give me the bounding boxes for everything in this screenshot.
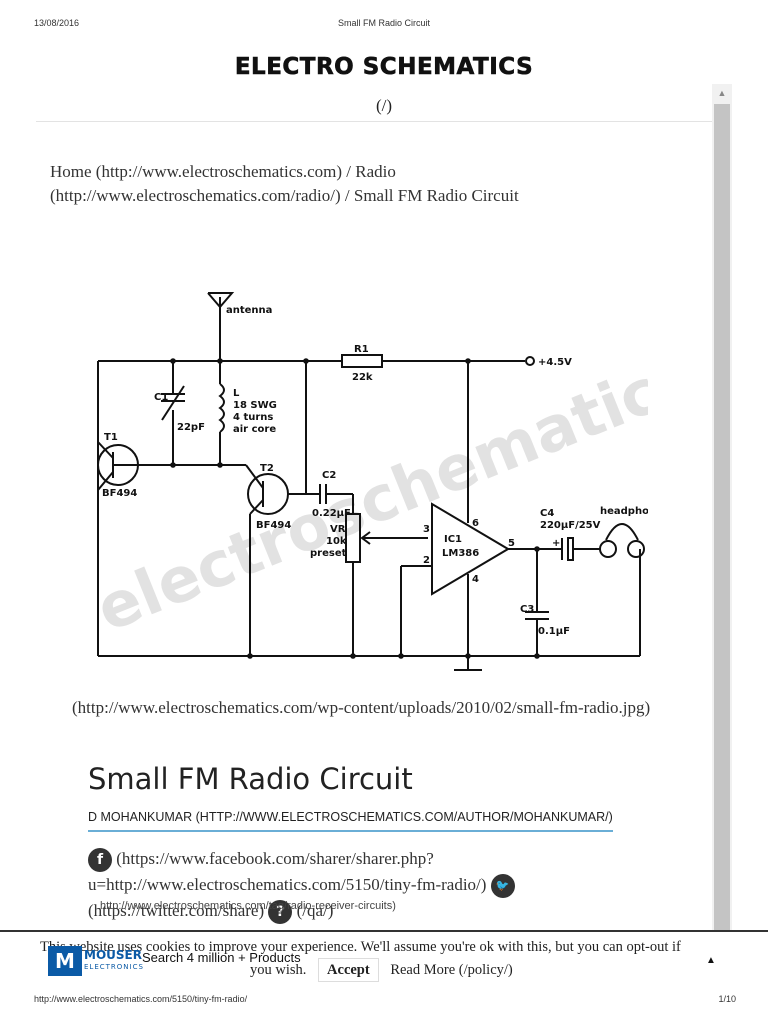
schematic-junctions bbox=[170, 358, 540, 659]
label-headphone: headphone bbox=[600, 506, 648, 517]
label-c4-plus: + bbox=[552, 538, 560, 549]
print-title: Small FM Radio Circuit bbox=[337, 18, 431, 28]
twitter-icon[interactable]: 🐦 bbox=[490, 874, 515, 899]
mouser-promo[interactable]: Search 4 million + Products bbox=[142, 950, 301, 965]
label-ic1: IC1 bbox=[444, 534, 462, 545]
mouser-logo-icon: M bbox=[48, 946, 82, 976]
read-more-link[interactable]: Read More (/policy/) bbox=[390, 962, 513, 978]
label-pin5: 5 bbox=[508, 538, 515, 549]
cookie-banner bbox=[0, 930, 768, 990]
label-l-spec3: air core bbox=[233, 424, 276, 435]
mouser-brand: MOUSER bbox=[84, 948, 142, 962]
label-vr-type: preset bbox=[310, 548, 347, 559]
label-r1: R1 bbox=[354, 344, 369, 355]
print-date: 13/08/2016 bbox=[34, 18, 80, 28]
cookie-message-line1: This website uses cookies to improve you… bbox=[40, 939, 681, 955]
print-url: http://www.electroschematics.com/5150/ti… bbox=[34, 994, 248, 1004]
qa-link[interactable]: (/qa/) bbox=[296, 901, 334, 921]
facebook-share-link-1[interactable]: (https://www.facebook.com/sharer/sharer.… bbox=[116, 849, 434, 868]
circuit-schematic[interactable]: electroschematics.com bbox=[88, 282, 648, 682]
share-links: f (https://www.facebook.com/sharer/share… bbox=[88, 846, 688, 925]
label-t2-type: BF494 bbox=[256, 520, 291, 531]
label-pin3: 3 bbox=[423, 524, 430, 535]
scrollbar[interactable]: ▲ bbox=[712, 84, 732, 932]
schematic-wires bbox=[97, 292, 646, 671]
label-pin6: 6 bbox=[472, 518, 479, 529]
label-c2: C2 bbox=[322, 470, 336, 481]
tag-link-overlap[interactable]: http://www.electroschematics.com/tag/rad… bbox=[100, 900, 396, 912]
print-header: 13/08/2016 Small FM Radio Circuit bbox=[0, 18, 768, 32]
label-t2: T2 bbox=[260, 463, 274, 474]
back-to-top-arrow-icon[interactable]: ▲ bbox=[706, 955, 716, 966]
label-r1-value: 22k bbox=[352, 372, 373, 383]
qa-icon[interactable]: ? bbox=[268, 900, 293, 925]
author-link[interactable]: D MOHANKUMAR (HTTP://WWW.ELECTROSCHEMATI… bbox=[88, 810, 613, 832]
accept-cookies-button[interactable]: Accept bbox=[318, 958, 379, 982]
print-page-number: 1/10 bbox=[718, 994, 736, 1004]
label-c1-value: 22pF bbox=[177, 422, 205, 433]
label-l-spec2: 4 turns bbox=[233, 412, 273, 423]
site-logo[interactable]: ELECTRO SCHEMATICS bbox=[234, 54, 534, 81]
label-supply: +4.5V bbox=[538, 357, 572, 368]
label-c1: C1 bbox=[154, 392, 168, 403]
facebook-icon[interactable]: f bbox=[88, 848, 112, 873]
label-t1-type: BF494 bbox=[102, 488, 137, 499]
cookie-message-line2: you wish. bbox=[250, 962, 307, 978]
scroll-up-arrow-icon[interactable]: ▲ bbox=[717, 88, 727, 98]
label-antenna: antenna bbox=[226, 305, 272, 316]
label-c4-value: 220µF/25V bbox=[540, 520, 601, 531]
label-pin2: 2 bbox=[423, 555, 430, 566]
cookie-message: This website uses cookies to improve you… bbox=[40, 936, 740, 982]
header-divider bbox=[36, 121, 712, 122]
mouser-brand-sub: ELECTRONICS bbox=[84, 963, 144, 971]
label-c3-value: 0.1µF bbox=[538, 626, 570, 637]
label-c4: C4 bbox=[540, 508, 554, 519]
label-t1: T1 bbox=[104, 432, 118, 443]
logo-link[interactable]: (/) bbox=[375, 96, 393, 115]
scrollbar-thumb[interactable] bbox=[714, 104, 730, 930]
breadcrumb[interactable]: Home (http://www.electroschematics.com) … bbox=[50, 162, 519, 205]
post-title: Small FM Radio Circuit bbox=[88, 762, 413, 796]
label-l: L bbox=[233, 388, 240, 399]
schematic-image-link[interactable]: (http://www.electroschematics.com/wp-con… bbox=[72, 698, 651, 717]
label-ic1-type: LM386 bbox=[442, 548, 479, 559]
label-vr: VR bbox=[330, 524, 346, 535]
label-vr-value: 10k bbox=[326, 536, 347, 547]
twitter-share-link[interactable]: (https://twitter.com/share) bbox=[88, 901, 265, 921]
facebook-share-link-2[interactable]: u=http://www.electroschematics.com/5150/… bbox=[88, 875, 487, 895]
label-l-spec1: 18 SWG bbox=[233, 400, 277, 411]
label-c2-value: 0.22µF bbox=[312, 508, 351, 519]
label-c3: C3 bbox=[520, 604, 534, 615]
label-pin4: 4 bbox=[472, 574, 479, 585]
